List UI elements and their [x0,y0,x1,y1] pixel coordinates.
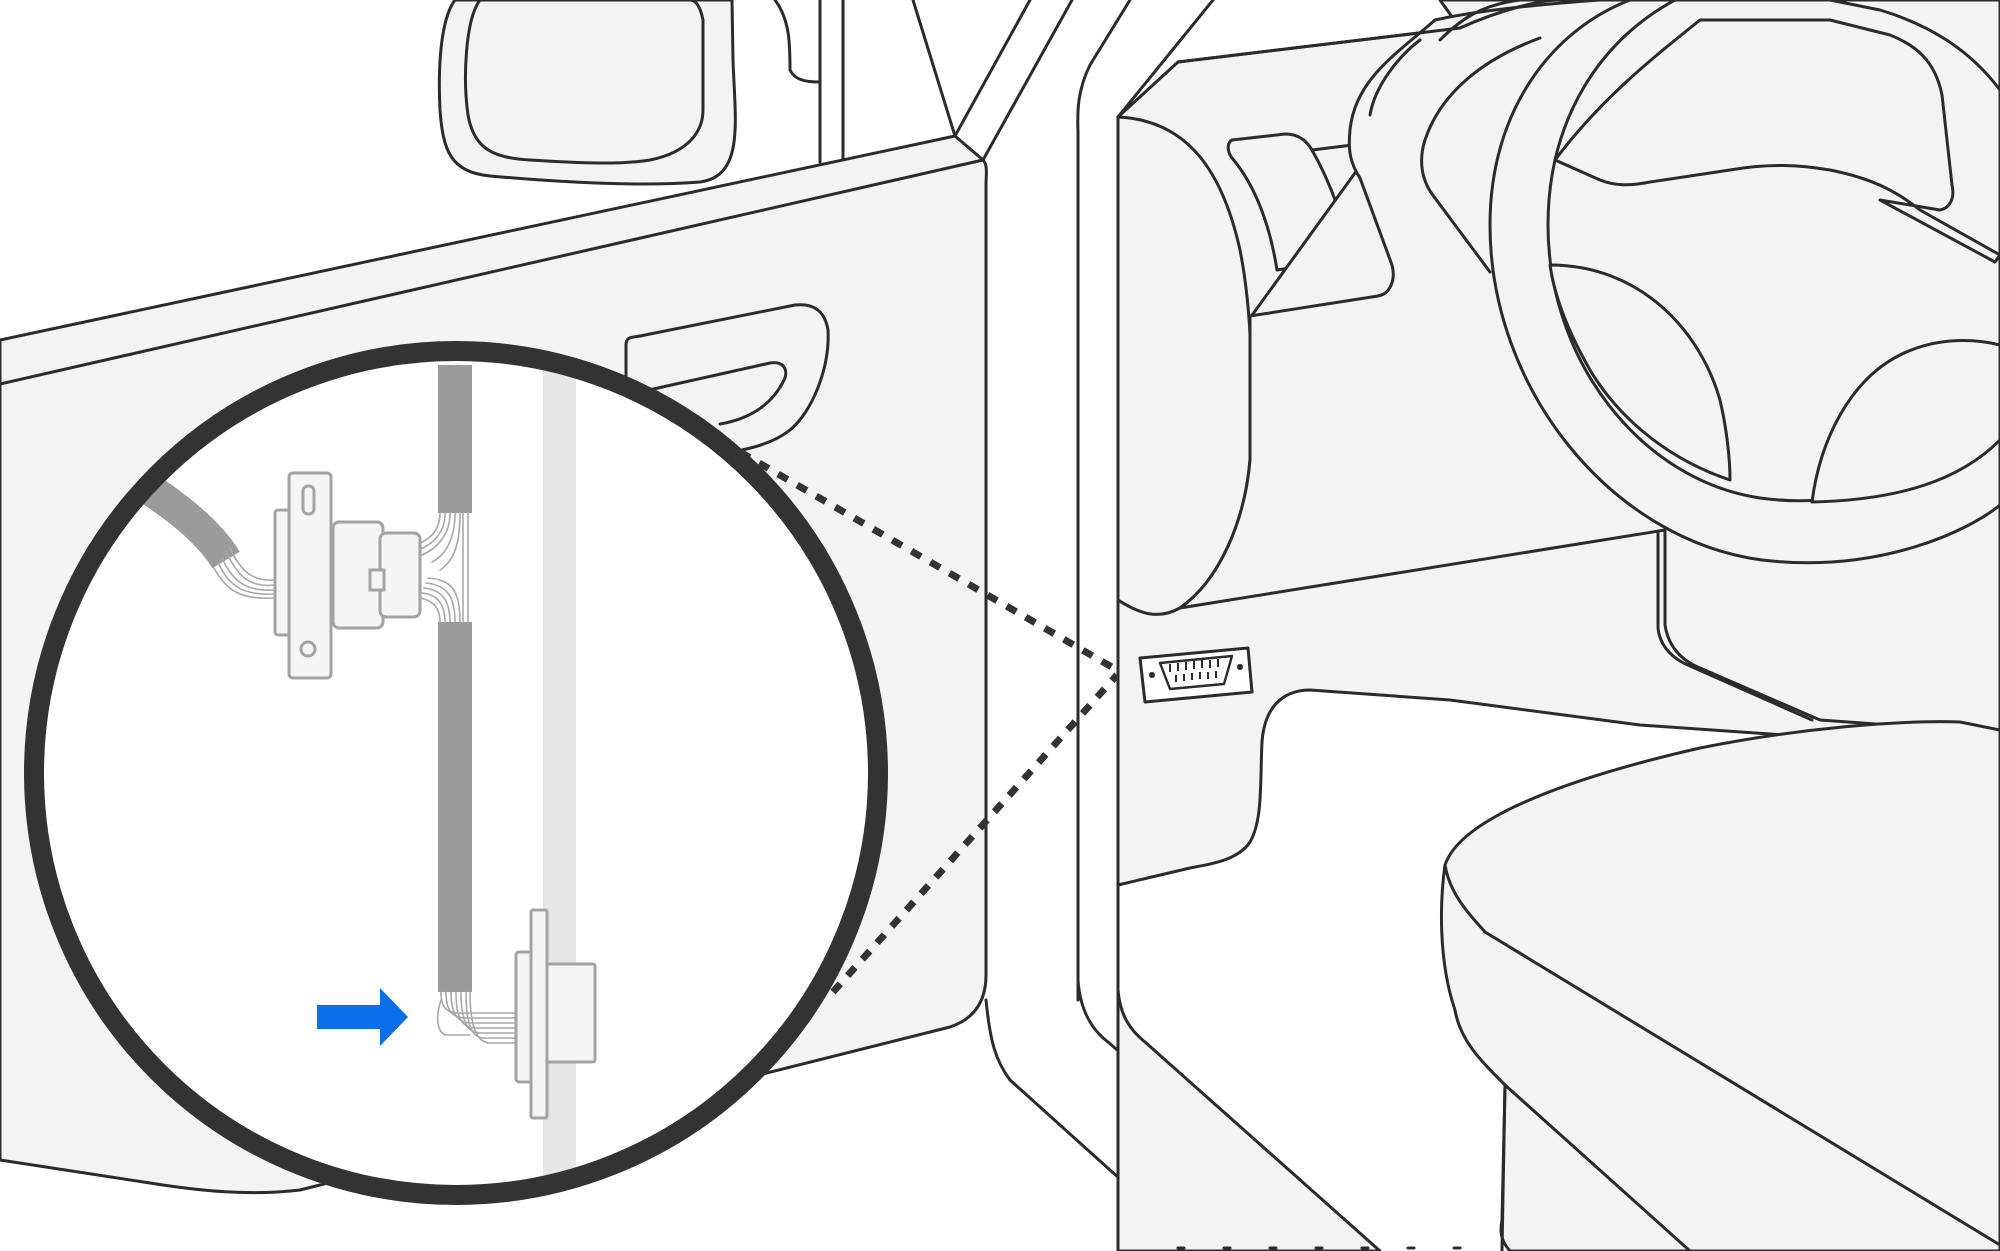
lower-connector [514,908,597,1120]
main-cable-upper [438,365,472,513]
door-frame [984,128,1352,1251]
arrow-right-icon [317,988,408,1046]
side-mirror [437,0,845,186]
zoom-callout-lines [738,448,1120,995]
steering-wheel [1488,0,2000,565]
magnifier-lens [24,341,888,1205]
driver-seat [1439,720,2000,1251]
steering-column-shroud [1420,0,1542,274]
knee-panel [1656,531,1814,722]
dashboard-top-edge [1176,0,1562,117]
upper-connector [273,471,422,680]
obd-port-icon[interactable] [1138,646,1254,704]
main-cable-lower [438,622,472,992]
magnifier-ring [24,341,888,1205]
